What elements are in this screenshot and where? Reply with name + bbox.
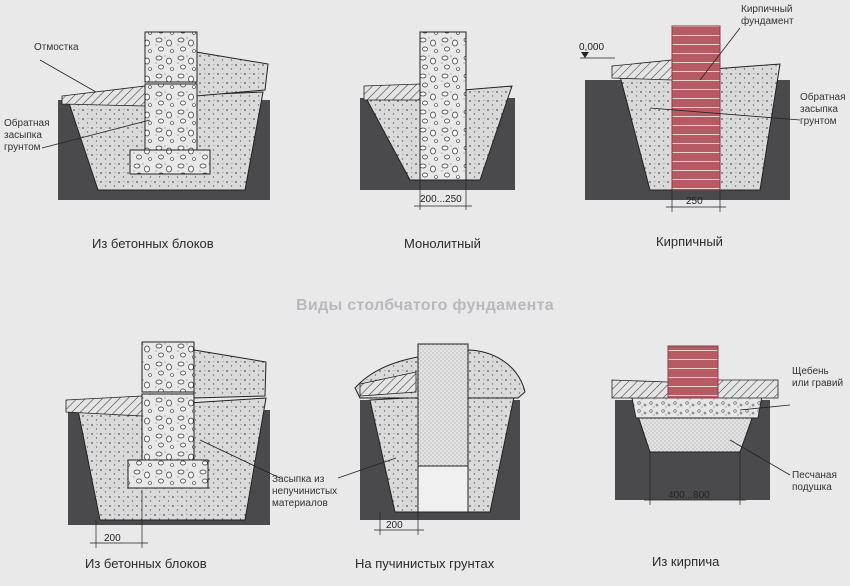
dimension-panel-6: 400...800 <box>668 490 710 501</box>
caption-panel-2: Монолитный <box>404 236 481 251</box>
label-brick-foundation: Кирпичный фундамент <box>741 4 794 27</box>
panel-5-drawing <box>337 343 526 535</box>
panel-4-drawing <box>65 341 281 548</box>
caption-panel-1: Из бетонных блоков <box>92 236 214 251</box>
label-gravel: Щебень или гравий <box>792 366 844 389</box>
label-nonheaving-fill: Засыпка из непучинистых материалов <box>272 474 338 509</box>
panel-2-drawing <box>360 31 515 210</box>
diagram-title: Виды столбчатого фундамента <box>296 297 554 314</box>
dimension-panel-3: 250 <box>686 196 703 207</box>
caption-panel-3: Кирпичный <box>656 234 723 249</box>
panel-3-drawing <box>580 25 801 212</box>
label-zero-level: 0,000 <box>579 42 605 53</box>
dimension-panel-4: 200 <box>104 533 121 544</box>
dimension-panel-5: 200 <box>386 520 403 531</box>
caption-panel-4: Из бетонных блоков <box>85 556 207 571</box>
label-backfill-1: Обратная засыпка грунтом <box>4 118 50 153</box>
caption-panel-6: Из кирпича <box>652 554 720 569</box>
label-otmostka: Отмостка <box>34 42 79 53</box>
label-backfill-3: Обратная засыпка грунтом <box>800 92 846 127</box>
caption-panel-5: На пучинистых грунтах <box>355 556 495 571</box>
dimension-panel-2: 200...250 <box>420 194 462 205</box>
panel-6-drawing <box>611 345 791 505</box>
panel-1-drawing <box>39 31 270 200</box>
label-sand-cushion: Песчаная подушка <box>792 470 837 493</box>
